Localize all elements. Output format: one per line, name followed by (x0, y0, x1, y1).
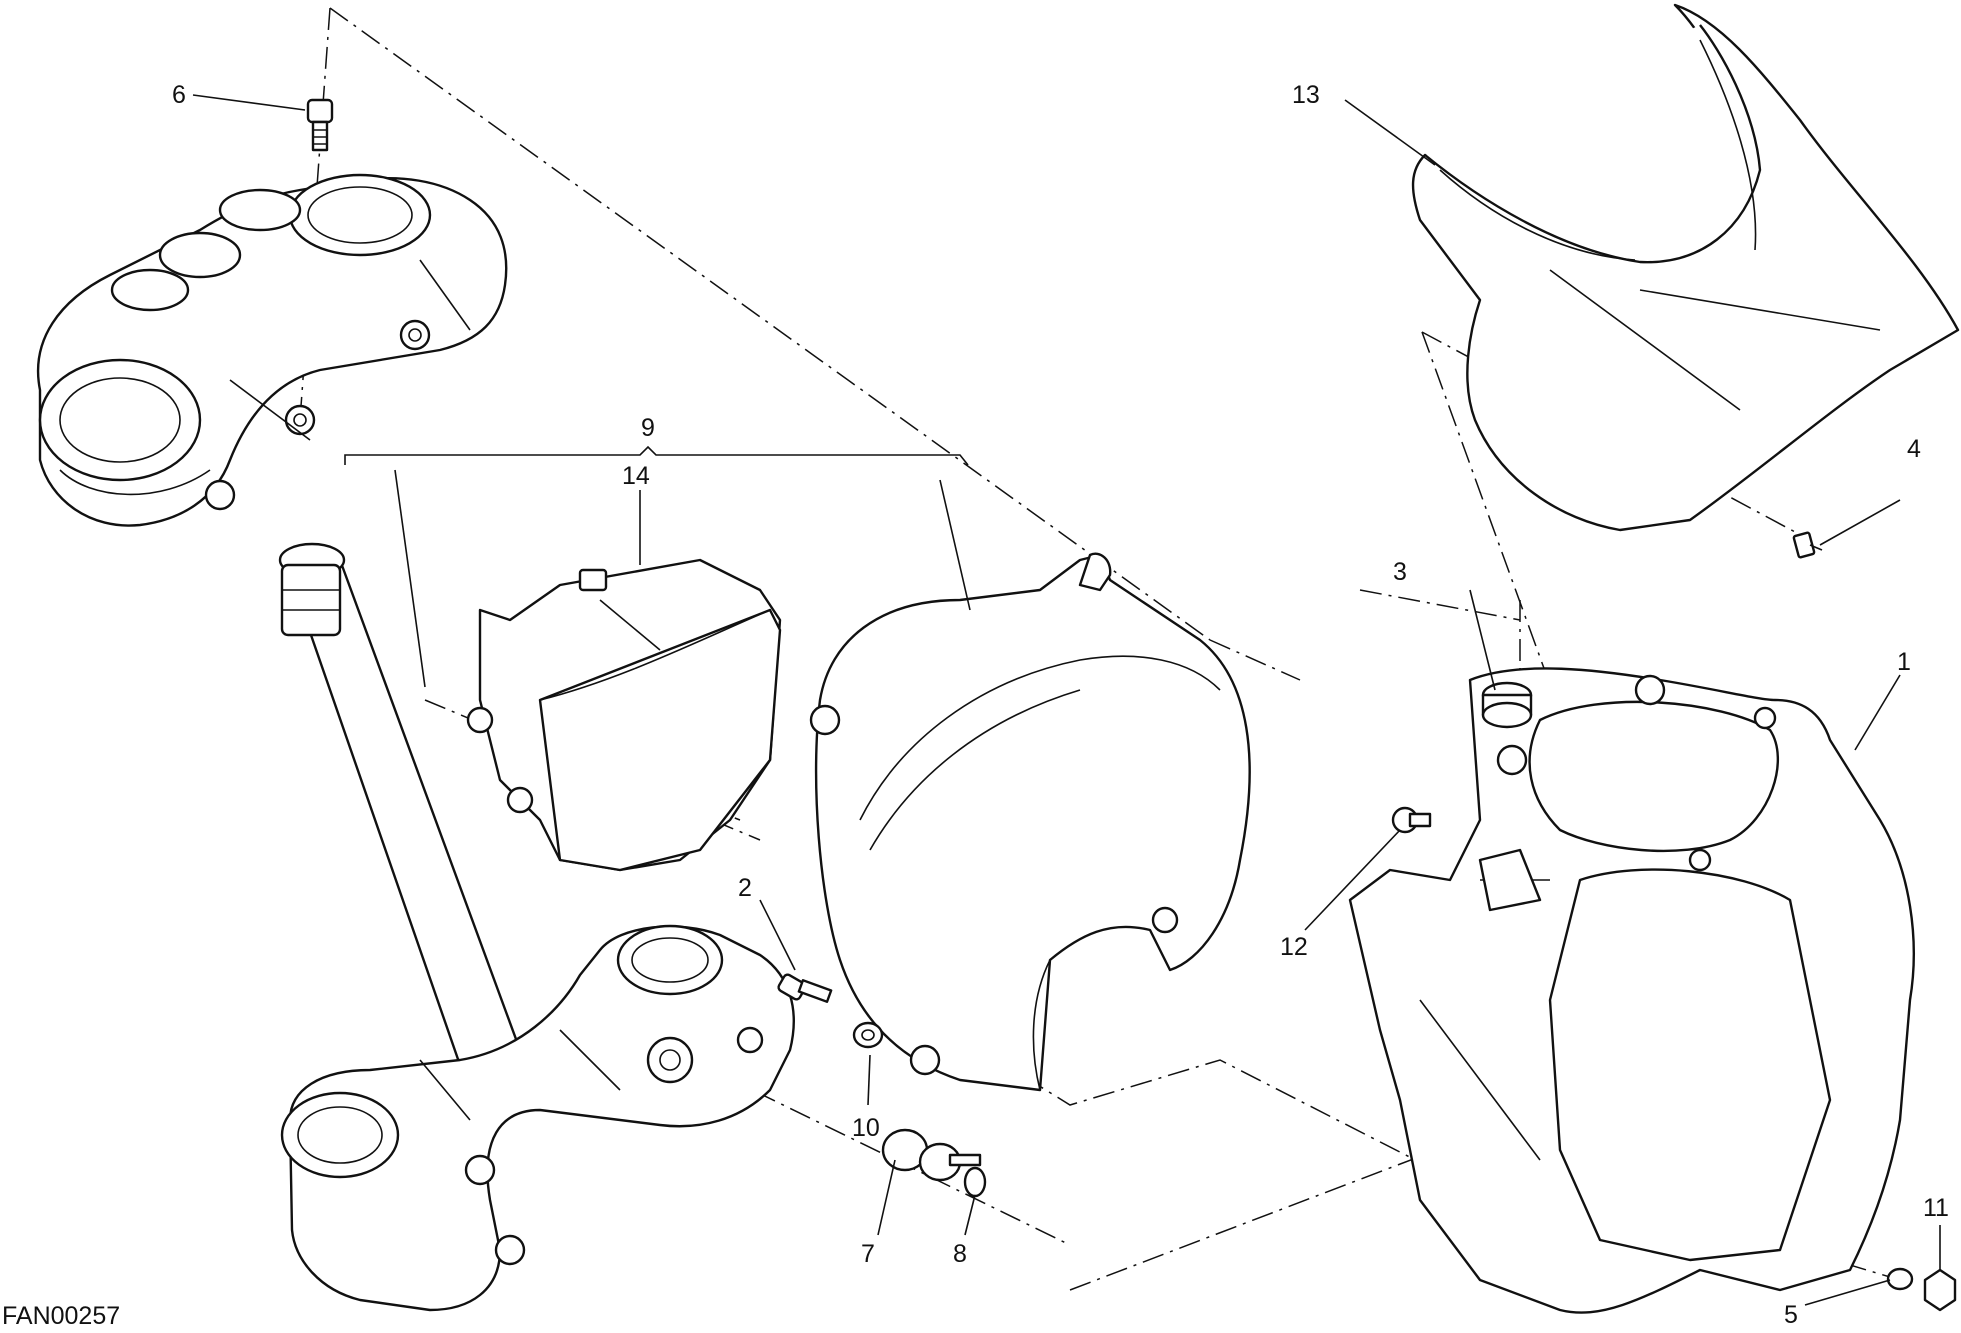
washer (918, 1142, 982, 1182)
upper-triple-clamp (36, 173, 508, 527)
callout-13: 13 (1292, 81, 1320, 109)
grommet-3 (1481, 681, 1533, 729)
callout-4: 4 (1907, 435, 1921, 463)
callout-12: 12 (1280, 933, 1308, 961)
callout-6: 6 (172, 81, 186, 109)
callout-labels: 1 2 3 4 5 6 7 8 9 10 11 12 13 14 (172, 81, 1949, 1329)
callout-5: 5 (1784, 1301, 1798, 1329)
front-fairing-1 (1348, 667, 1915, 1314)
washer-5 (1886, 1267, 1914, 1291)
callout-1: 1 (1897, 648, 1911, 676)
leader-lines (192, 94, 1941, 1306)
steering-stem (278, 542, 522, 1067)
callout-9: 9 (641, 414, 655, 442)
bolt-12 (1391, 806, 1432, 834)
callout-2: 2 (738, 874, 752, 902)
callout-8: 8 (953, 1240, 967, 1268)
bolt-6 (306, 98, 334, 152)
callout-11: 11 (1923, 1194, 1949, 1222)
callout-10: 10 (852, 1114, 880, 1142)
lower-triple-clamp (280, 924, 795, 1312)
headlight-unit-14 (466, 558, 782, 872)
assembly-brace-9 (344, 445, 969, 466)
screw-7 (881, 1128, 929, 1172)
nut-8 (963, 1166, 987, 1198)
drawing-code: FAN00257 (2, 1302, 120, 1330)
bolt-2 (777, 973, 833, 1003)
callout-3: 3 (1393, 558, 1407, 586)
callout-14: 14 (622, 462, 650, 490)
callout-7: 7 (861, 1240, 875, 1268)
windscreen-13 (1411, 3, 1960, 532)
nut-11 (1923, 1268, 1957, 1312)
clip-4 (1792, 531, 1823, 559)
spacer-10 (852, 1021, 884, 1049)
headlight-shell (809, 552, 1251, 1092)
